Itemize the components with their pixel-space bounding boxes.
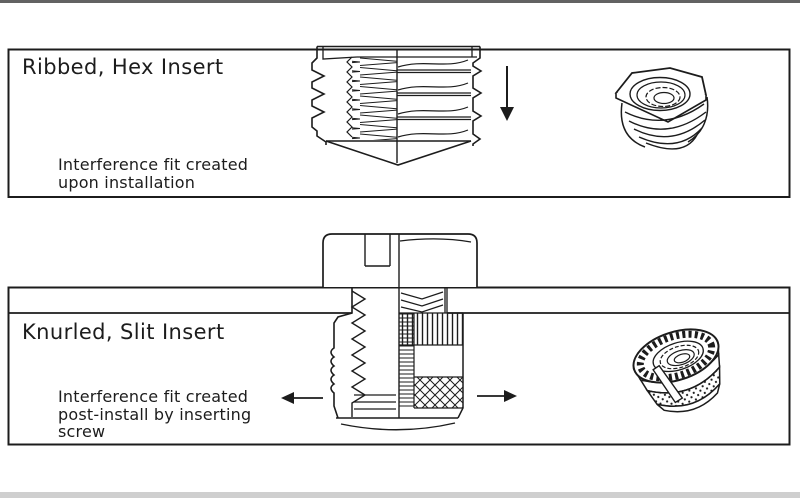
down-arrow-icon [500, 66, 514, 121]
panel-title-ribbed-hex: Ribbed, Hex Insert [22, 55, 224, 79]
screw-drive-slot [364, 234, 391, 267]
left-arrow-icon [281, 392, 323, 404]
caption-line: Interference fit created [58, 155, 249, 174]
knurled-slit-insert-3d-view [632, 328, 721, 413]
panel-caption-knurled-slit: Interference fit created post-install by… [58, 388, 251, 441]
caption-line: Interference fit created [58, 387, 249, 406]
panel-ribbed-hex [7, 45, 791, 198]
screw-head [322, 233, 478, 287]
serrated-rim [636, 330, 716, 382]
plate-hole-edge [444, 288, 448, 313]
knurled-slit-insert-cross-section [330, 287, 464, 431]
slit [652, 364, 684, 404]
ribbed-hex-insert-3d-view [614, 67, 709, 150]
caption-line: upon installation [58, 172, 196, 192]
right-arrow-icon [477, 390, 517, 402]
caption-line: screw [58, 422, 106, 442]
panel-knurled-slit [7, 233, 791, 446]
scan-artifact-bottom [0, 492, 800, 498]
ribbed-hex-insert-cross-section [311, 45, 483, 166]
caption-line: post-install by inserting [58, 404, 252, 424]
panel-title-knurled-slit: Knurled, Slit Insert [22, 320, 225, 344]
panel-border-top [7, 48, 791, 198]
panel-caption-ribbed-hex: Interference fit created upon installati… [58, 156, 248, 191]
scan-artifact-top [0, 0, 800, 3]
